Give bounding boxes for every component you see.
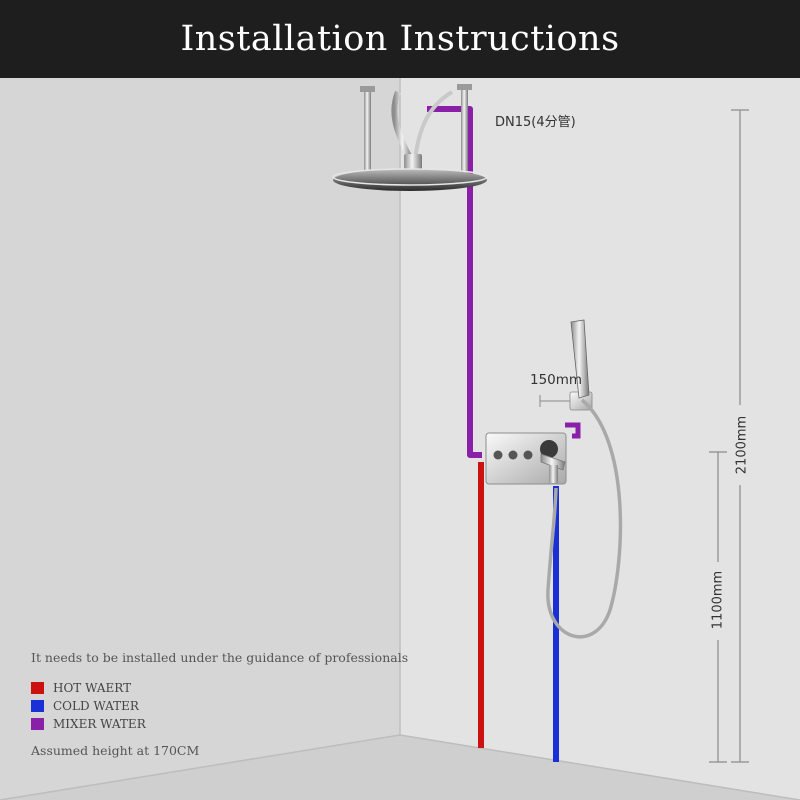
professional-note: It needs to be installed under the guida… <box>31 650 409 665</box>
mixer-water-pipe-main <box>427 106 482 458</box>
left-wall <box>0 78 400 800</box>
valve-lever <box>540 453 566 471</box>
valve-button-3 <box>523 450 533 460</box>
hand-shower-hose <box>546 398 623 639</box>
height-1100-label-bg <box>711 562 725 640</box>
valve-height-label: 1100mm <box>710 570 726 630</box>
legend-label-mixer: MIXER WATER <box>53 717 146 731</box>
shower-head-connector <box>404 154 422 170</box>
legend: HOT WAERT COLD WATER MIXER WATER <box>31 679 146 733</box>
valve-button-1 <box>493 450 503 460</box>
pipe-spec-label: DN15(4分管) <box>495 115 576 130</box>
shower-head-rim <box>332 168 488 186</box>
legend-item-mixer: MIXER WATER <box>31 715 146 733</box>
ceiling-rod-right <box>461 86 468 176</box>
rod-cap-left <box>360 86 375 92</box>
floor-edge-left <box>0 734 401 800</box>
legend-item-cold: COLD WATER <box>31 697 146 715</box>
valve-spout <box>549 465 558 483</box>
floor-edge-right <box>399 734 800 800</box>
rod-cap-right <box>457 84 472 90</box>
floor <box>0 735 800 800</box>
hand-shower <box>570 319 590 399</box>
mixer-water-swatch <box>31 718 44 730</box>
rain-shower-head <box>333 169 487 191</box>
mixer-water-pipe-hand <box>565 422 581 439</box>
legend-label-hot: HOT WAERT <box>53 681 132 695</box>
valve-knob <box>540 440 558 458</box>
legend-item-hot: HOT WAERT <box>31 679 146 697</box>
hot-water-swatch <box>31 682 44 694</box>
offset-label: 150mm <box>530 372 583 388</box>
height-2100-label-bg <box>733 405 747 485</box>
cold-water-swatch <box>31 700 44 712</box>
ceiling-rod-left <box>364 88 371 174</box>
right-wall <box>400 78 800 800</box>
legend-label-cold: COLD WATER <box>53 699 139 713</box>
curved-arm-2 <box>413 90 454 161</box>
page-title: Installation Instructions <box>180 19 620 59</box>
assumed-height-note: Assumed height at 170CM <box>31 743 200 758</box>
curved-arm <box>391 90 415 164</box>
header-bar: Installation Instructions <box>0 0 800 78</box>
total-height-label: 2100mm <box>734 415 750 475</box>
valve-button-2 <box>508 450 518 460</box>
